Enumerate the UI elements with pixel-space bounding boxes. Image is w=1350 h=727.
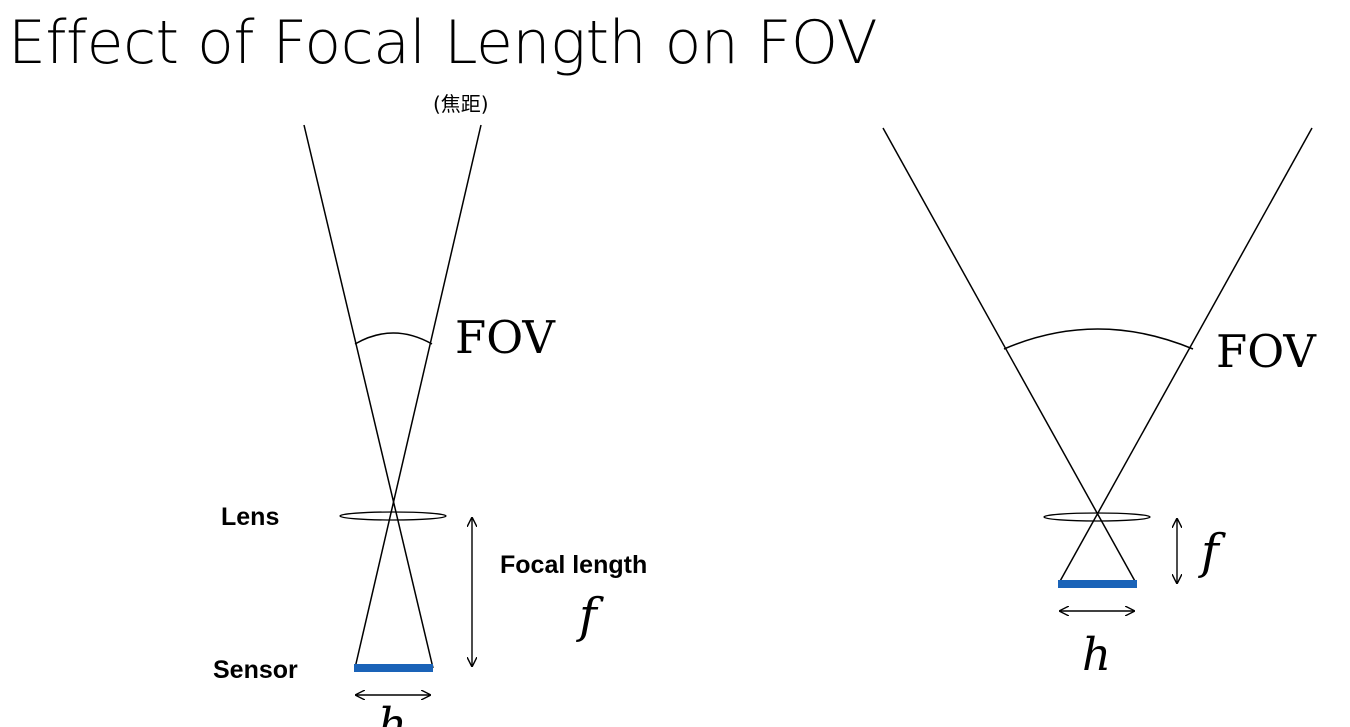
long-focal-diagram: FOV Lens Focal length f Sensor h <box>213 124 647 727</box>
left-view-ray-2 <box>354 124 482 669</box>
left-sensor-bar <box>354 664 433 672</box>
right-sensor-bar <box>1058 580 1137 588</box>
short-focal-diagram: FOV f h <box>882 127 1317 681</box>
right-view-ray-1 <box>882 127 1137 584</box>
slide-title: Effect of Focal Length on FOV <box>8 8 878 78</box>
right-sensor-symbol: h <box>1082 628 1111 681</box>
left-lens-icon <box>339 511 447 521</box>
right-fov-arc <box>1003 328 1194 350</box>
slide-subtitle: (焦距) <box>433 92 489 116</box>
lens-label: Lens <box>221 503 279 531</box>
left-sensor-symbol: h <box>378 698 407 727</box>
left-view-ray-1 <box>303 124 434 669</box>
sensor-label: Sensor <box>213 656 298 684</box>
left-fov-arc <box>354 332 433 345</box>
right-view-ray-2 <box>1058 127 1313 584</box>
left-focal-symbol: f <box>576 588 604 644</box>
right-lens-icon <box>1043 512 1151 522</box>
right-focal-symbol: f <box>1198 524 1226 580</box>
right-fov-label: FOV <box>1216 325 1317 378</box>
focal-length-label: Focal length <box>500 551 647 579</box>
left-fov-label: FOV <box>455 311 556 364</box>
